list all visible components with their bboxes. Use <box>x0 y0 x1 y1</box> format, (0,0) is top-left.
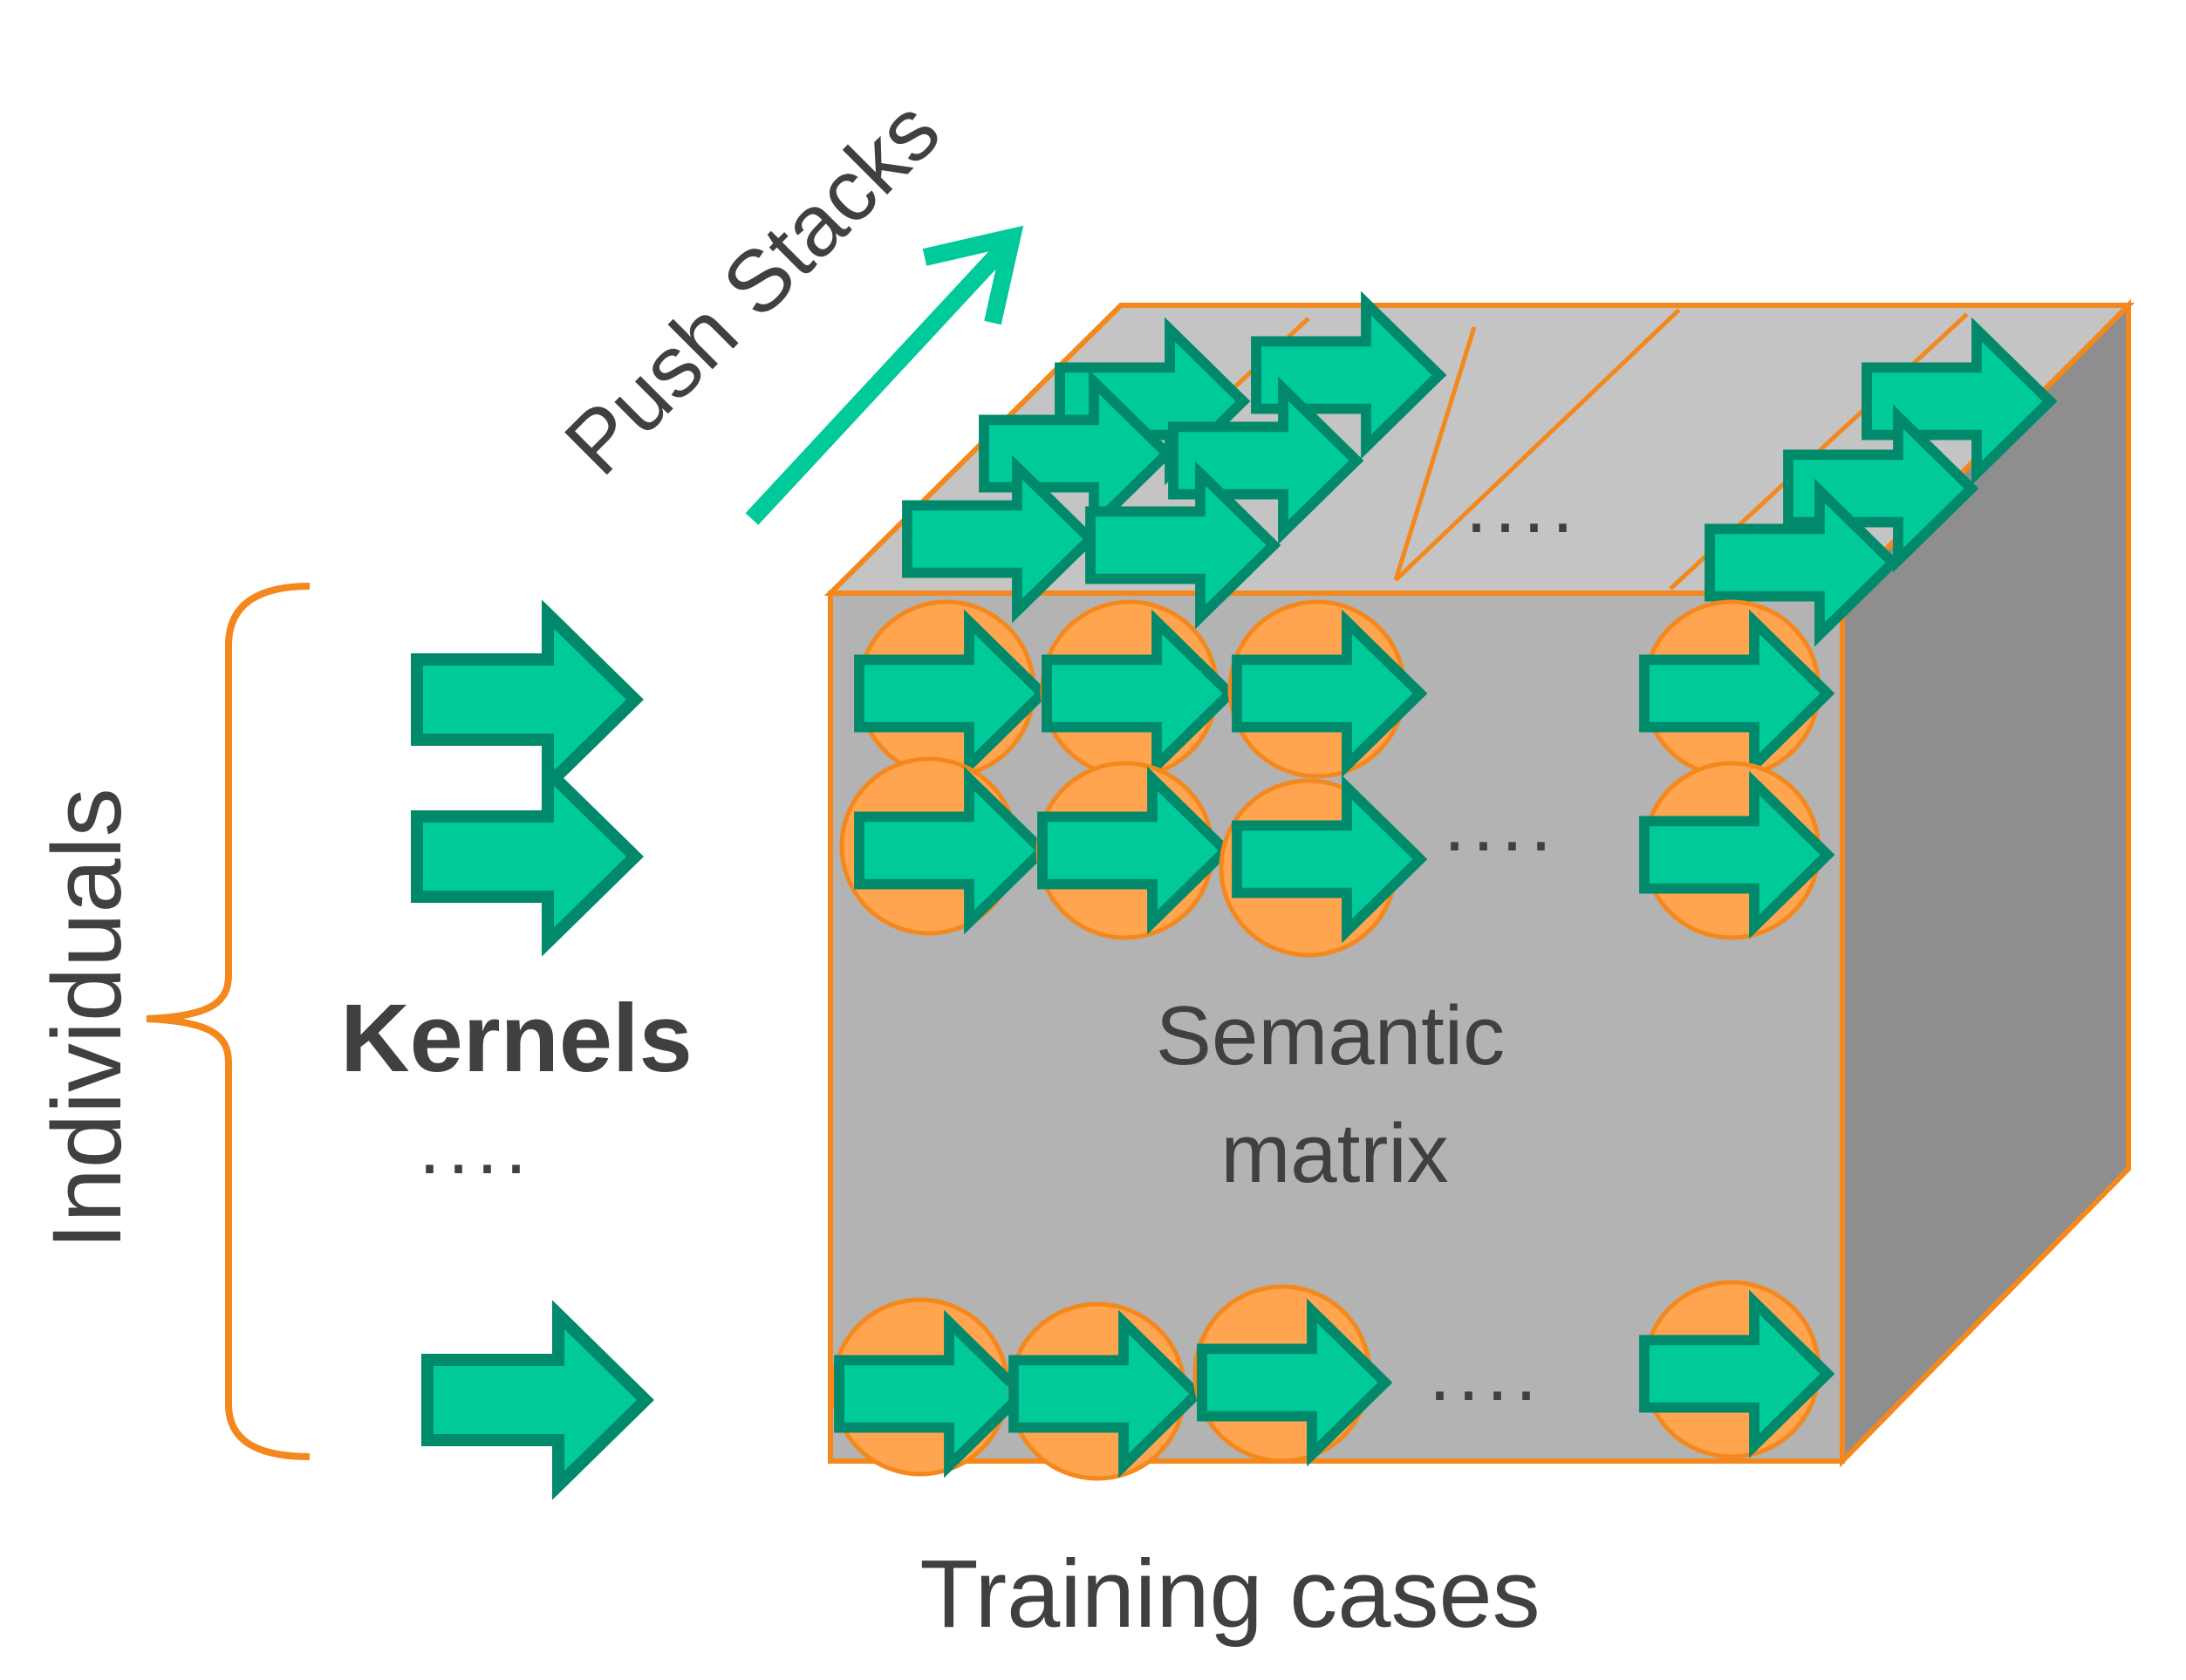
row-ellipsis: .... <box>1429 1330 1544 1417</box>
training-cases-label: Training cases <box>919 1540 1540 1648</box>
individuals-brace <box>146 583 311 1460</box>
matrix-row-2: .... <box>839 756 1827 958</box>
stack-divider-line <box>1394 308 1681 582</box>
kernels-label: Kernels <box>340 985 693 1092</box>
kernel-arrow <box>427 1315 646 1485</box>
individuals-label: Individuals <box>32 788 141 1249</box>
matrix-label: matrix <box>1220 1107 1448 1200</box>
kernel-arrow <box>417 771 635 942</box>
push-direction-arrow <box>745 225 1024 525</box>
matrix-row-3: .... <box>830 1280 1827 1481</box>
semantic-label: Semantic <box>1156 989 1505 1082</box>
stack-ellipsis: .... <box>1465 462 1581 550</box>
kernel-arrow <box>417 614 635 785</box>
kernels-ellipsis: .... <box>419 1103 534 1191</box>
matrix-row-1 <box>859 599 1827 779</box>
push-stacks-label: Push Stacks <box>546 81 958 493</box>
row-ellipsis: .... <box>1444 781 1559 868</box>
stack-divider-line <box>1393 326 1477 581</box>
